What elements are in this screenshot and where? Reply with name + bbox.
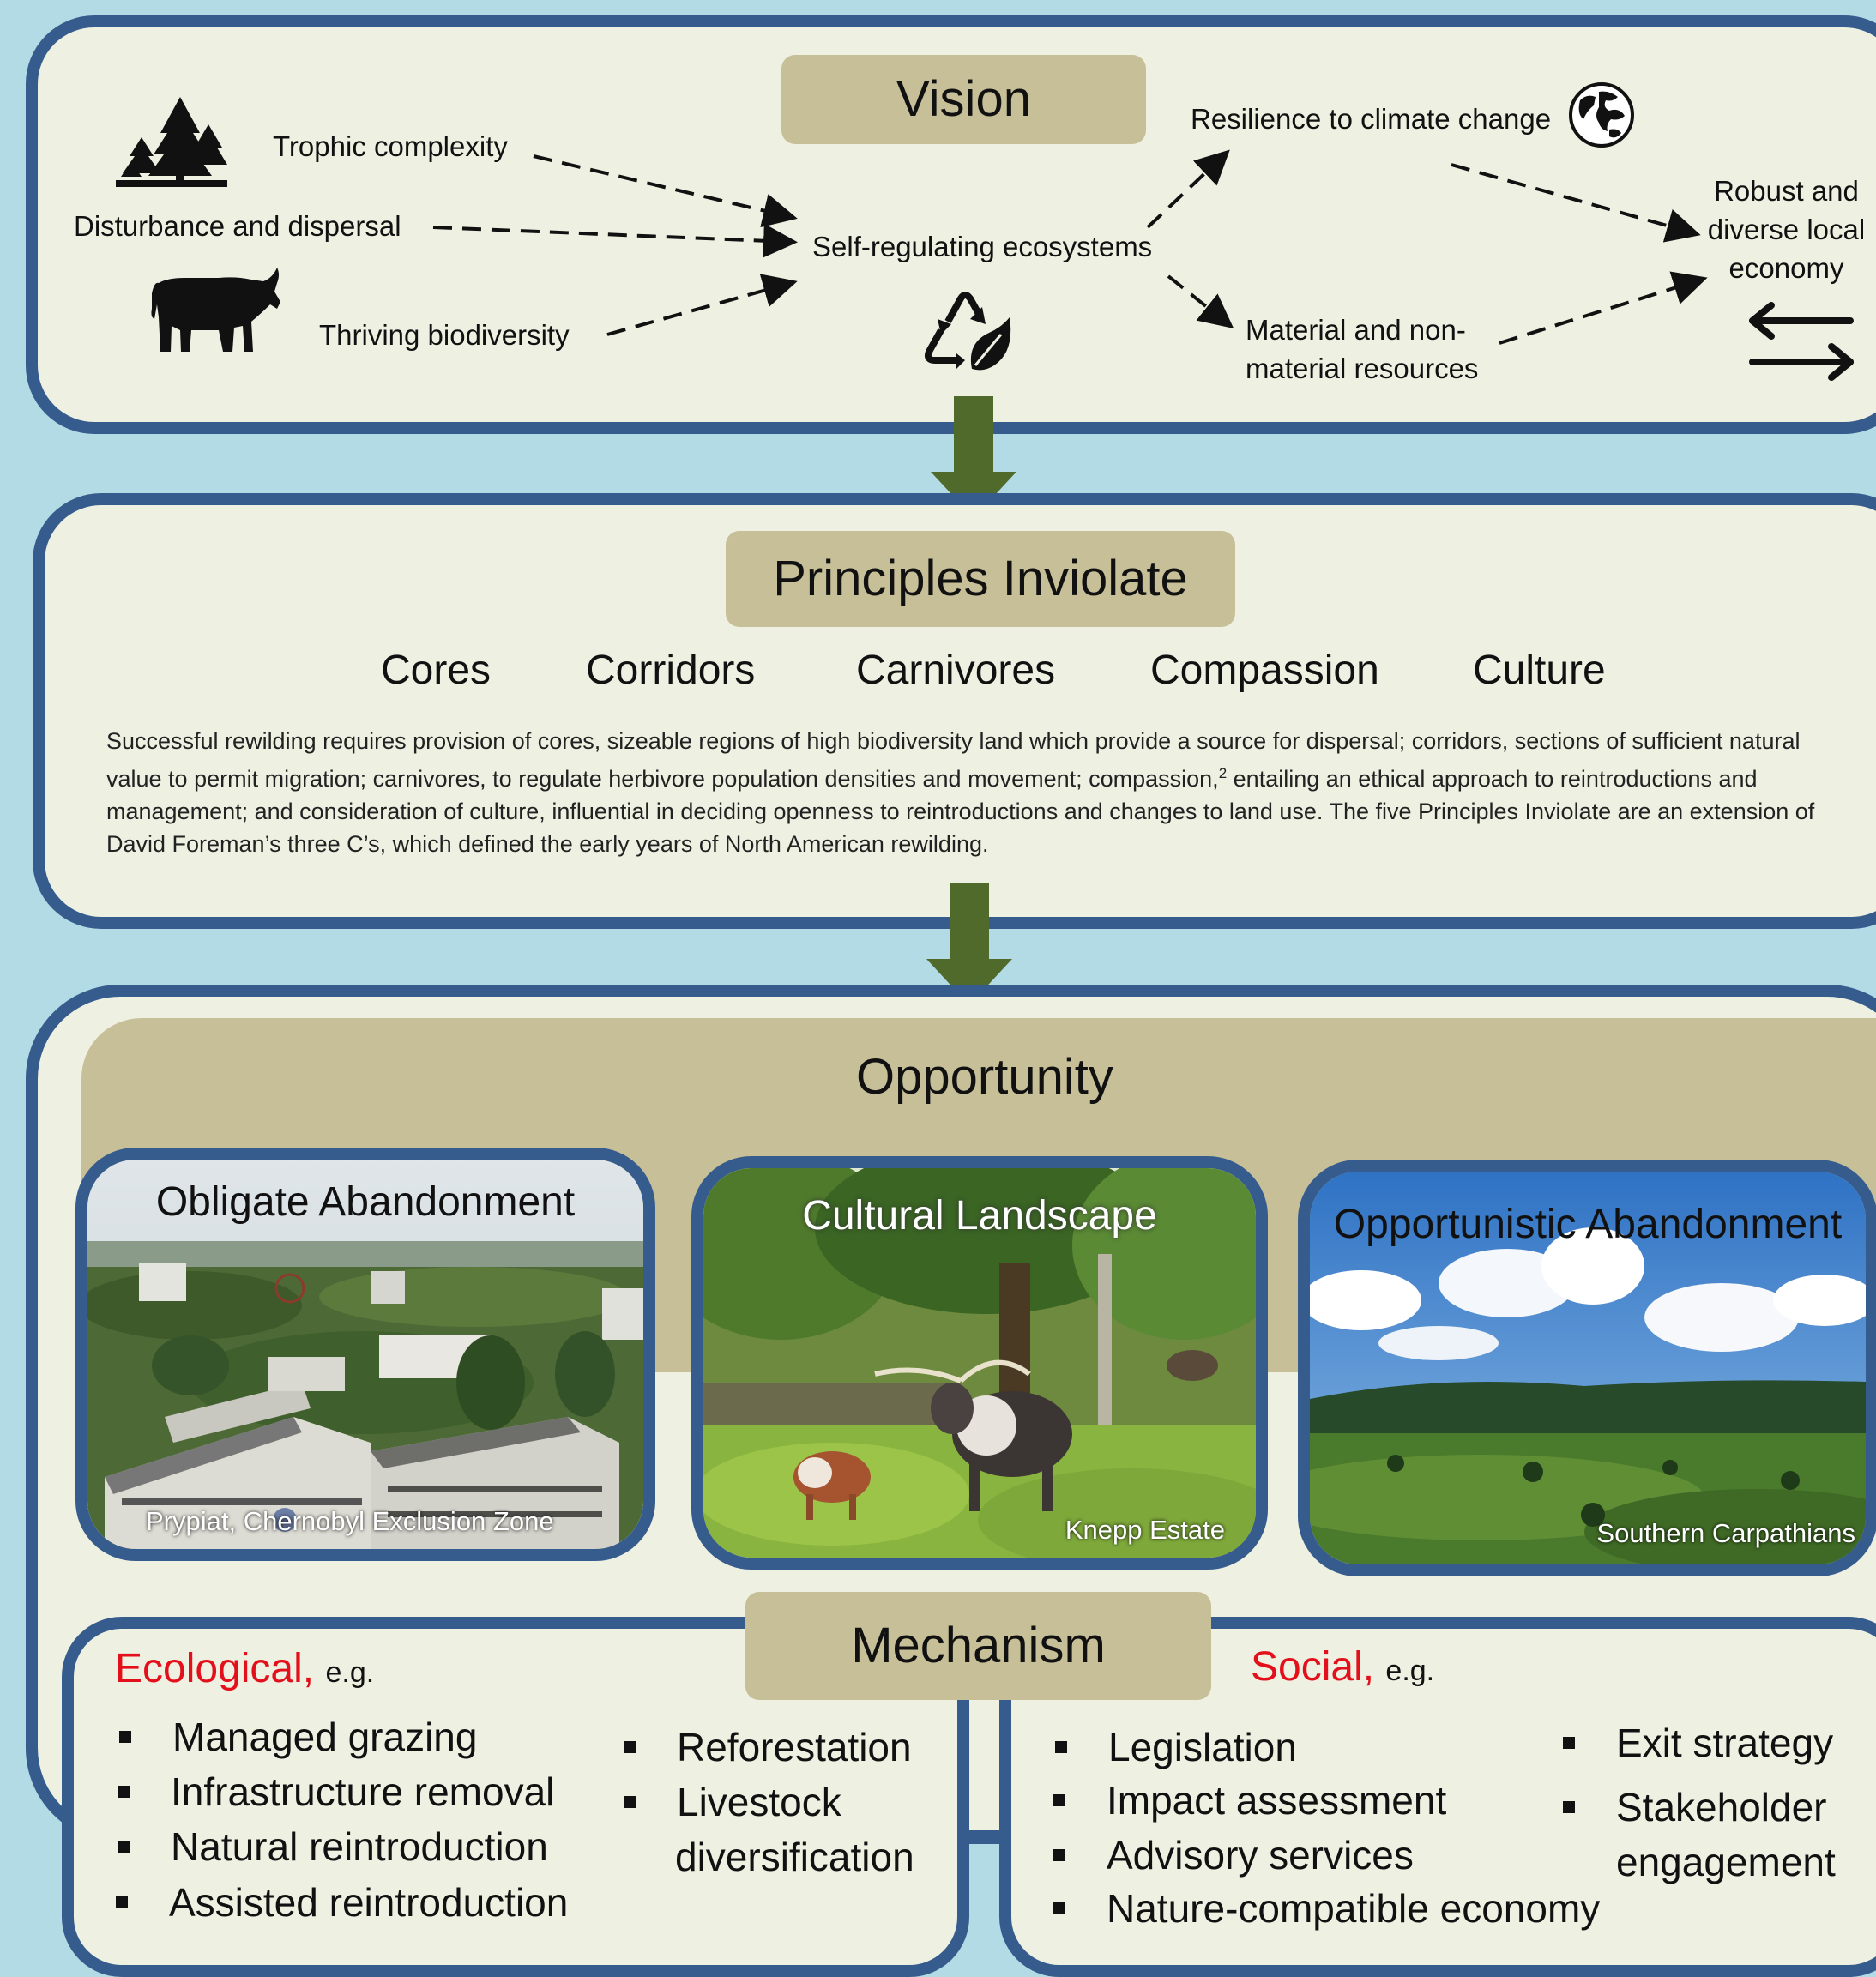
principle-compassion: Compassion — [1150, 648, 1379, 693]
input-disturbance-dispersal: Disturbance and dispersal — [74, 210, 401, 242]
social-item-exit-strategy: Exit strategy — [1562, 1721, 1834, 1765]
principles-title: Principles Inviolate — [726, 531, 1235, 627]
knepp-photo — [703, 1168, 1256, 1558]
opportunistic-caption: Southern Carpathians — [1596, 1518, 1855, 1548]
down-arrow-1 — [931, 396, 1016, 518]
input-trophic-complexity: Trophic complexity — [273, 130, 508, 162]
center-self-regulating: Self-regulating ecosystems — [812, 231, 1153, 262]
social-heading: Social, e.g. — [1251, 1643, 1434, 1691]
social-eg: e.g. — [1385, 1655, 1435, 1687]
output-resources: Material and non-material resources — [1246, 314, 1479, 384]
principle-cores: Cores — [381, 648, 492, 693]
social-item-impact-assessment: Impact assessment — [1053, 1778, 1447, 1823]
eco-item-infrastructure-removal: Infrastructure removal — [117, 1769, 555, 1814]
principles-description: Successful rewilding requires provision … — [106, 725, 1848, 860]
obligate-caption: Prypiat, Chernobyl Exclusion Zone — [146, 1506, 554, 1536]
obligate-title: Obligate Abandonment — [155, 1179, 576, 1225]
mechanism-title: Mechanism — [745, 1592, 1211, 1700]
footnote-marker: 2 — [1218, 765, 1228, 781]
cultural-title: Cultural Landscape — [802, 1193, 1157, 1239]
output-resilience: Resilience to climate change — [1191, 103, 1552, 135]
social-label: Social, — [1251, 1644, 1375, 1690]
principle-carnivores: Carnivores — [856, 648, 1056, 693]
final-economy: Robust and diverse local economy — [1707, 175, 1866, 284]
vision-title: Vision — [781, 55, 1146, 144]
ecological-label: Ecological, — [115, 1646, 315, 1691]
exchange-arrows-icon — [1749, 302, 1854, 381]
card-opportunistic-abandonment: Opportunistic Abandonment Southern Carpa… — [1298, 1160, 1876, 1576]
principle-culture: Culture — [1473, 648, 1606, 693]
recycle-leaf-icon — [924, 292, 1011, 371]
social-item-legislation: Legislation — [1055, 1725, 1297, 1769]
forest-icon — [116, 97, 227, 187]
ecological-panel — [62, 1617, 969, 1977]
card-cultural-landscape: Cultural Landscape Knepp Estate — [691, 1156, 1268, 1570]
prypiat-photo — [87, 1160, 643, 1549]
carpathians-photo — [1310, 1172, 1866, 1564]
cultural-caption: Knepp Estate — [1065, 1515, 1225, 1545]
ecological-heading: Ecological, e.g. — [115, 1645, 374, 1692]
opportunity-title: Opportunity — [856, 1049, 1113, 1105]
social-item-stakeholder: Stakeholder — [1563, 1785, 1827, 1829]
down-arrow-2 — [926, 883, 1012, 1005]
principles-description-part2: entailing an ethical approach to reintro… — [106, 766, 1815, 857]
principles-description-part1: Successful rewilding requires provision … — [106, 728, 1801, 792]
eco-item-livestock: Livestock — [624, 1780, 841, 1824]
card-obligate-abandonment: Obligate Abandonment Prypiat, Chernobyl … — [75, 1148, 655, 1561]
ecological-eg: e.g. — [325, 1656, 375, 1689]
principle-corridors: Corridors — [586, 648, 756, 693]
eco-item-reforestation: Reforestation — [624, 1725, 912, 1769]
social-item-advisory-services: Advisory services — [1053, 1833, 1414, 1878]
vision-arrows — [432, 149, 1708, 345]
eco-item-managed-grazing: Managed grazing — [118, 1715, 478, 1759]
globe-icon — [1569, 82, 1634, 148]
eco-item-natural-reintroduction: Natural reintroduction — [118, 1824, 548, 1869]
eco-item-assisted-reintroduction: Assisted reintroduction — [115, 1880, 569, 1925]
opportunistic-title: Opportunistic Abandonment — [1333, 1202, 1843, 1247]
social-item-engagement: engagement — [1616, 1840, 1836, 1884]
social-item-nature-compatible-economy: Nature-compatible economy — [1053, 1886, 1601, 1931]
mechanism-connector — [957, 1830, 1010, 1844]
bull-icon — [151, 268, 280, 352]
eco-item-diversification: diversification — [675, 1835, 914, 1879]
input-thriving-biodiversity: Thriving biodiversity — [319, 319, 570, 351]
